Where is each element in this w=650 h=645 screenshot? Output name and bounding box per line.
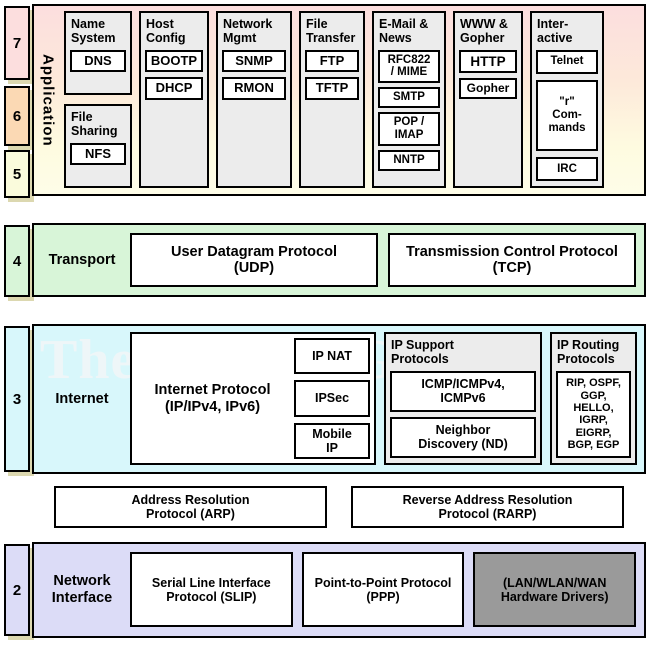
osi-layer-chip-3: 3 [4,326,30,472]
group-file-transfer[interactable]: File Transfer FTP TFTP [299,11,365,188]
osi-layer-chip-2: 2 [4,544,30,636]
protocol-ip-label: Internet Protocol (IP/IPv4, IPv6) [154,381,271,415]
protocol-icmp[interactable]: ICMP/ICMPv4, ICMPv6 [390,370,536,412]
protocol-routing-list[interactable]: RIP, OSPF, GGP, HELLO, IGRP, EIGRP, BGP,… [556,370,631,458]
group-title: Name System [71,17,116,45]
application-column-interactive: Inter- active Telnet "r" Com- mands IRC [530,11,604,188]
internet-layer-label: Internet [55,390,109,407]
protocol-neighbor-discovery[interactable]: Neighbor Discovery (ND) [390,416,536,458]
group-items: FTP TFTP [305,49,359,182]
application-column-file-transfer: File Transfer FTP TFTP [299,11,365,188]
group-internet-protocol[interactable]: Internet Protocol (IP/IPv4, IPv6) IP NAT… [130,332,376,465]
group-title: File Sharing [71,110,118,138]
group-items: RIP, OSPF, GGP, HELLO, IGRP, EIGRP, BGP,… [556,370,631,458]
protocol-rmon[interactable]: RMON [222,77,286,100]
transport-layer-band: Transport User Datagram Protocol (UDP) T… [32,223,646,297]
application-column-network-mgmt: Network Mgmt SNMP RMON [216,11,292,188]
protocol-arp[interactable]: Address Resolution Protocol (ARP) [54,486,327,528]
protocol-dhcp[interactable]: DHCP [145,77,203,100]
osi-layer-number: 3 [12,390,22,408]
protocol-mobile-ip[interactable]: Mobile IP [294,422,370,459]
group-items: DNS [70,49,126,89]
protocol-tcp[interactable]: Transmission Control Protocol (TCP) [388,233,636,287]
group-title: E-Mail & News [379,17,429,45]
transport-layer-label: Transport [48,251,116,268]
group-file-sharing[interactable]: File Sharing NFS [64,104,132,188]
protocol-nntp[interactable]: NNTP [378,149,440,171]
group-ip-support-protocols[interactable]: IP Support Protocols ICMP/ICMPv4, ICMPv6… [384,332,542,465]
application-column-name-file: Name System DNS File Sharing NFS [64,11,132,188]
ip-side-protocols: IP NAT IPSec Mobile IP [294,338,370,459]
protocol-r-commands[interactable]: "r" Com- mands [536,79,598,151]
protocol-udp[interactable]: User Datagram Protocol (UDP) [130,233,378,287]
osi-layer-chip-6: 6 [4,86,30,146]
group-title: Inter- active [537,17,573,45]
protocol-nfs[interactable]: NFS [70,142,126,166]
group-title: IP Routing Protocols [557,338,620,366]
protocol-irc[interactable]: IRC [536,157,598,181]
protocol-telnet[interactable]: Telnet [536,49,598,74]
group-items: ICMP/ICMPv4, ICMPv6 Neighbor Discovery (… [390,370,536,458]
group-items: HTTP Gopher [459,49,517,182]
osi-layer-chip-4: 4 [4,225,30,297]
group-name-system[interactable]: Name System DNS [64,11,132,95]
application-column-www-gopher: WWW & Gopher HTTP Gopher [453,11,523,188]
group-title: Host Config [146,17,186,45]
group-title: IP Support Protocols [391,338,454,366]
osi-layer-number: 7 [12,34,22,52]
protocol-bootp[interactable]: BOOTP [145,49,203,73]
group-interactive[interactable]: Inter- active Telnet "r" Com- mands IRC [530,11,604,188]
network-interface-layer-label: Network Interface [51,573,113,606]
protocol-ipsec[interactable]: IPSec [294,380,370,417]
application-columns: Name System DNS File Sharing NFS Host Co… [62,6,644,194]
application-column-host-config: Host Config BOOTP DHCP [139,11,209,188]
group-items: Telnet "r" Com- mands IRC [536,49,598,181]
protocol-slip[interactable]: Serial Line Interface Protocol (SLIP) [130,552,293,627]
application-layer-label: Application [39,53,57,147]
group-title: File Transfer [306,17,356,45]
osi-layer-chip-7: 7 [4,6,30,80]
protocol-rfc822-mime[interactable]: RFC822 / MIME [378,49,440,84]
protocol-http[interactable]: HTTP [459,49,517,73]
protocol-rarp[interactable]: Reverse Address Resolution Protocol (RAR… [351,486,624,528]
group-items: SNMP RMON [222,49,286,182]
protocol-ppp[interactable]: Point-to-Point Protocol (PPP) [301,552,465,627]
group-host-config[interactable]: Host Config BOOTP DHCP [139,11,209,188]
group-items: RFC822 / MIME SMTP POP / IMAP NNTP [378,49,440,182]
internet-layer-band: The TCP/IP Guide Internet Internet Proto… [32,324,646,474]
protocol-smtp[interactable]: SMTP [378,87,440,109]
protocol-gopher[interactable]: Gopher [459,77,517,100]
network-interface-items: Serial Line Interface Protocol (SLIP) Po… [130,544,644,636]
protocol-ip-nat[interactable]: IP NAT [294,338,370,375]
group-items: NFS [70,142,126,182]
osi-layer-number: 4 [12,252,22,270]
address-resolution-row: Address Resolution Protocol (ARP) Revers… [32,486,646,528]
group-network-mgmt[interactable]: Network Mgmt SNMP RMON [216,11,292,188]
osi-layer-number: 2 [12,581,22,599]
protocol-tftp[interactable]: TFTP [305,77,359,100]
internet-items: Internet Protocol (IP/IPv4, IPv6) IP NAT… [130,326,644,472]
protocol-dns[interactable]: DNS [70,49,126,73]
osi-layer-number: 5 [12,165,22,183]
network-interface-layer-band: Network Interface Serial Line Interface … [32,542,646,638]
protocol-snmp[interactable]: SNMP [222,49,286,73]
group-title: Network Mgmt [223,17,273,45]
protocol-ftp[interactable]: FTP [305,49,359,73]
application-column-email-news: E-Mail & News RFC822 / MIME SMTP POP / I… [372,11,446,188]
protocol-hardware-drivers[interactable]: (LAN/WLAN/WAN Hardware Drivers) [473,552,637,627]
group-ip-routing-protocols[interactable]: IP Routing Protocols RIP, OSPF, GGP, HEL… [550,332,637,465]
osi-layer-chip-5: 5 [4,150,30,198]
group-email-news[interactable]: E-Mail & News RFC822 / MIME SMTP POP / I… [372,11,446,188]
group-title: WWW & Gopher [460,17,508,45]
group-www-gopher[interactable]: WWW & Gopher HTTP Gopher [453,11,523,188]
group-items: BOOTP DHCP [145,49,203,182]
application-layer-band: Application Name System DNS File Sharing… [32,4,646,196]
protocol-pop-imap[interactable]: POP / IMAP [378,112,440,146]
transport-items: User Datagram Protocol (UDP) Transmissio… [130,225,644,295]
osi-layer-number: 6 [12,107,22,125]
